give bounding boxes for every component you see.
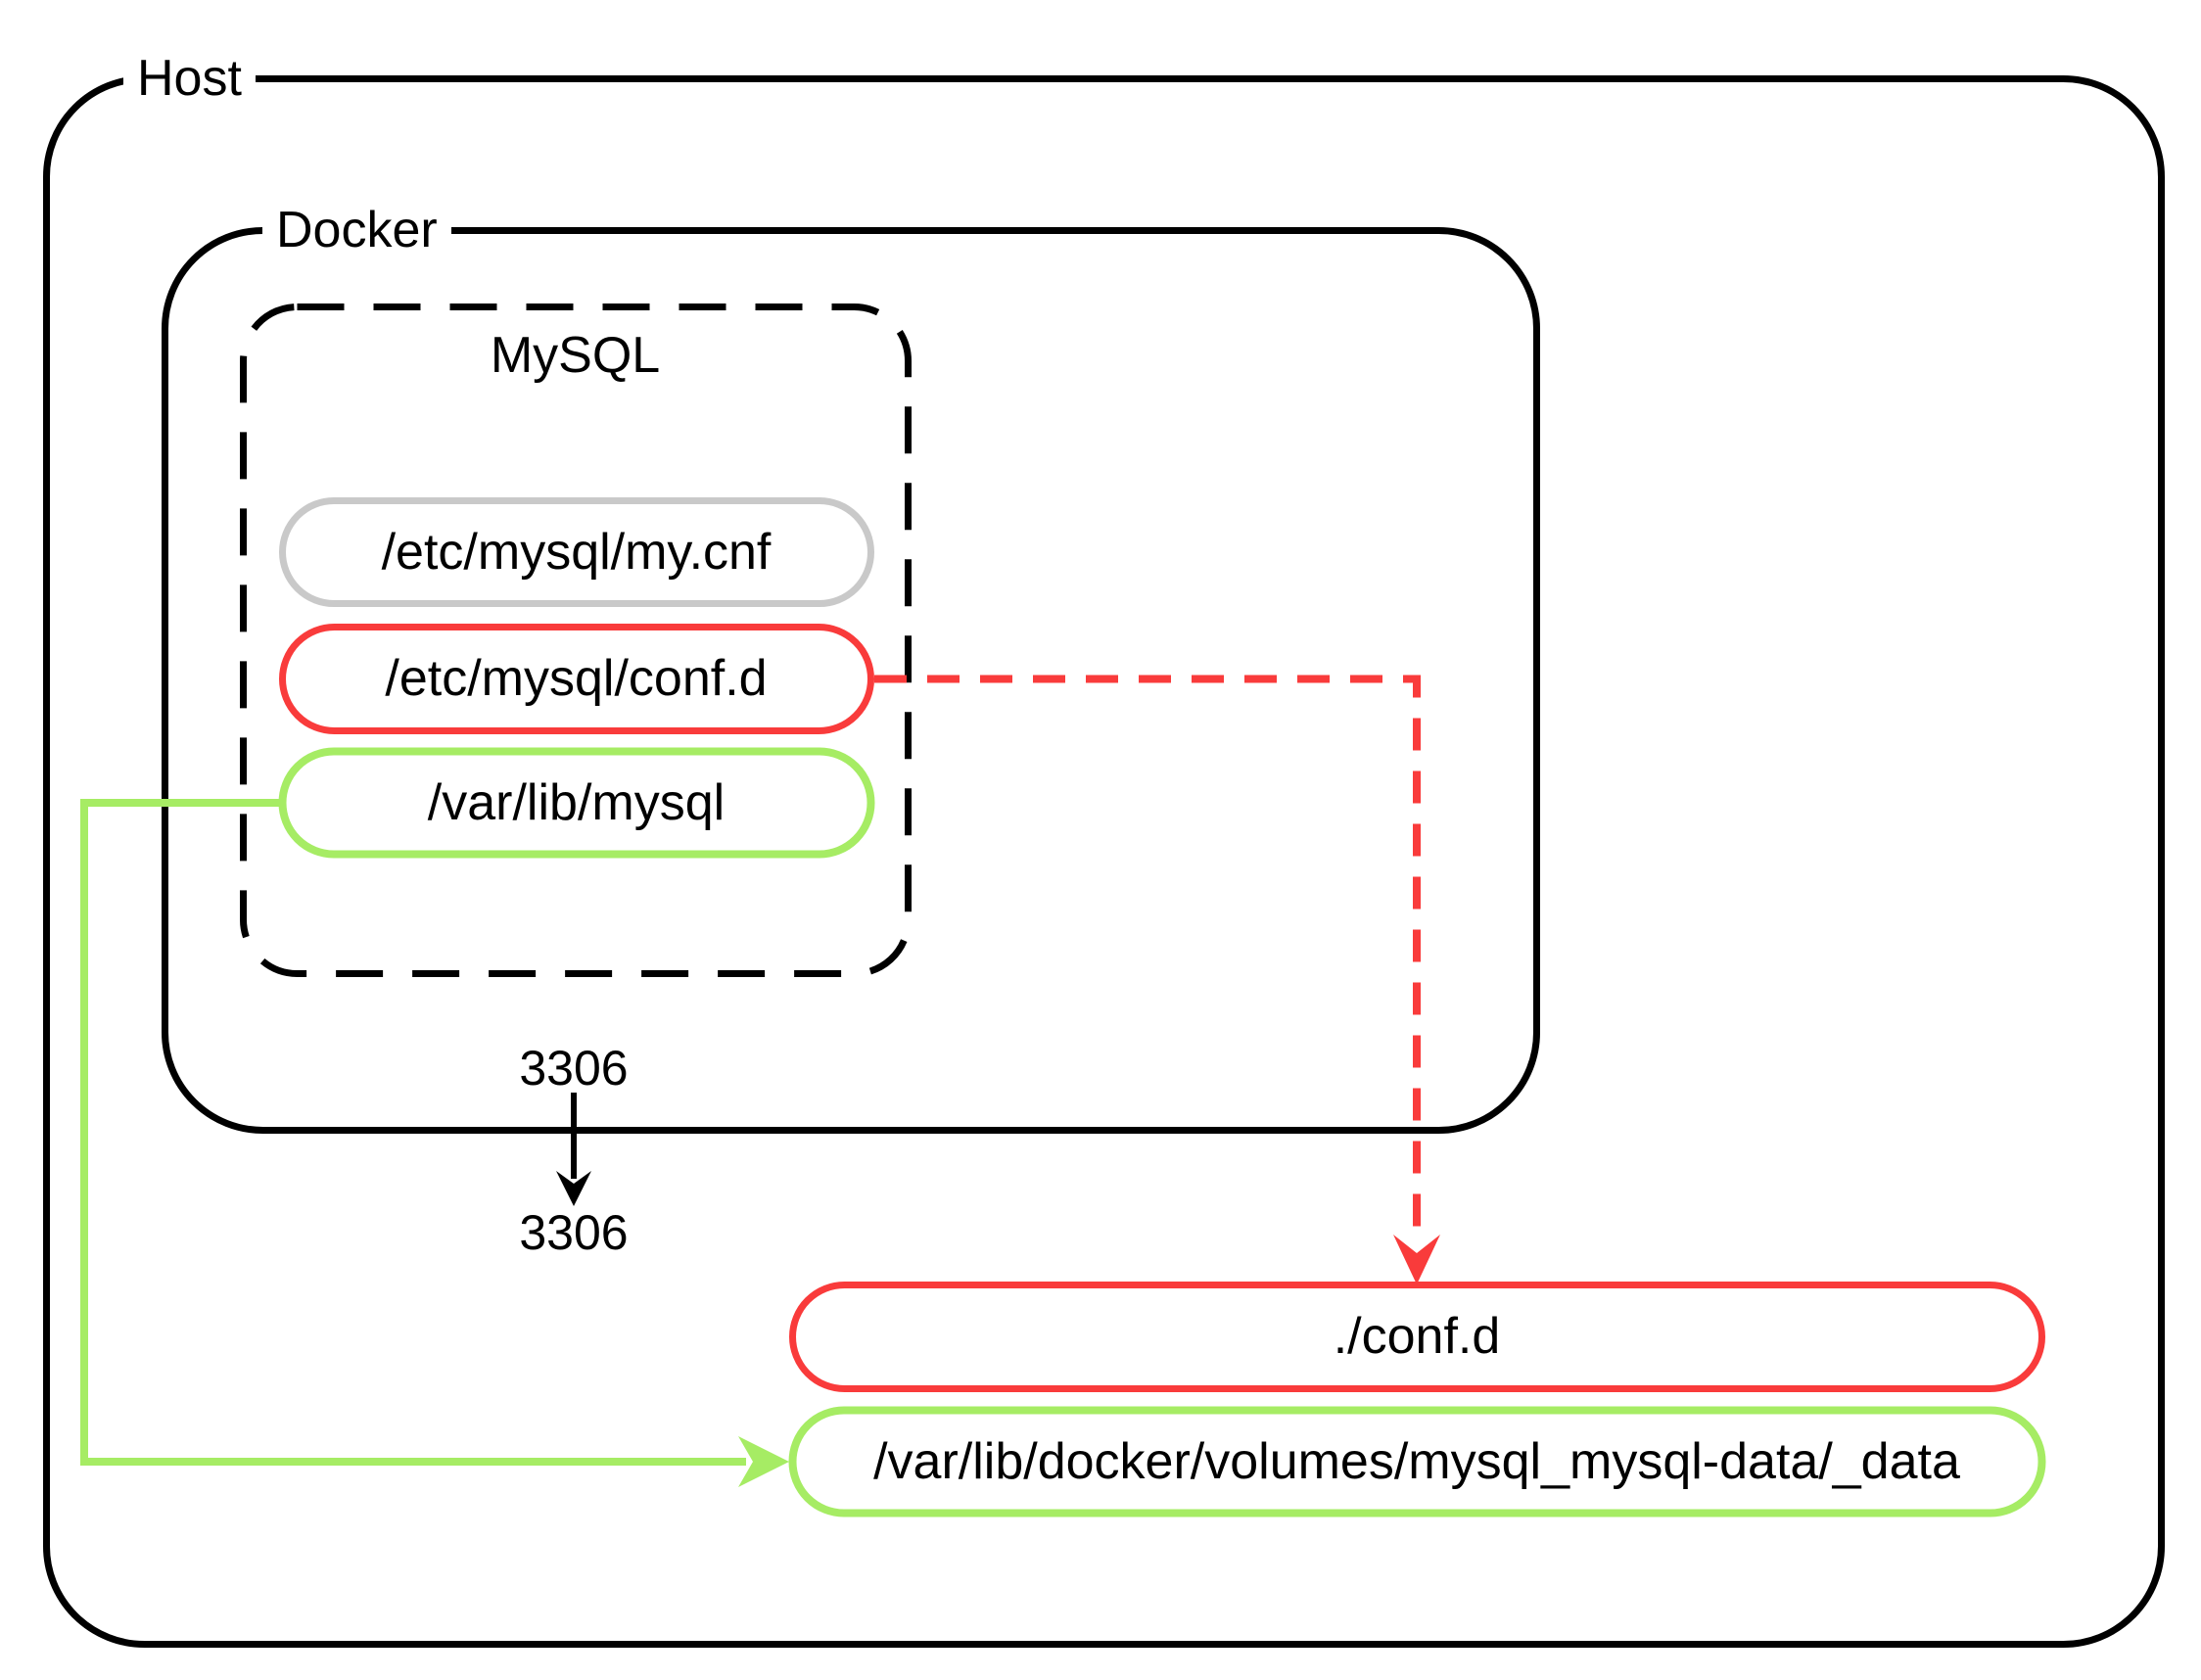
conf-d-pill	[279, 624, 874, 734]
mount-my-cnf-label: /etc/mysql/my.cnf	[381, 523, 772, 581]
docker-box	[162, 227, 1540, 1134]
host-volume-pill	[788, 1406, 2046, 1517]
conf-d-bind-arrowhead	[1393, 1235, 1440, 1284]
var-lib-mysql-pill	[278, 747, 875, 859]
host-volume-path-label: /var/lib/docker/volumes/mysql_mysql-data…	[873, 1432, 1960, 1490]
mysql-container-box	[240, 303, 912, 977]
volume-bind-arrowhead	[738, 1436, 789, 1487]
docker-box-label: Docker	[262, 205, 451, 256]
conf-d-bind-connector	[874, 675, 1421, 1239]
host-conf-d-pill-label: ./conf.d	[1333, 1308, 1501, 1365]
port-mapping-arrowhead	[556, 1171, 591, 1206]
volume-bind-connector	[80, 799, 746, 1466]
host-box-label: Host	[123, 53, 256, 104]
host-box	[43, 75, 2165, 1648]
mount-conf-d-label: /etc/mysql/conf.d	[385, 650, 768, 707]
host-port-label: 3306	[519, 1205, 629, 1260]
container-port-label: 3306	[519, 1041, 629, 1096]
mysql-container-label: MySQL	[490, 327, 661, 384]
mount-var-lib-mysql-label: /var/lib/mysql	[427, 773, 726, 831]
my-cnf-pill	[279, 497, 874, 607]
host-conf-d-pill	[789, 1282, 2045, 1392]
